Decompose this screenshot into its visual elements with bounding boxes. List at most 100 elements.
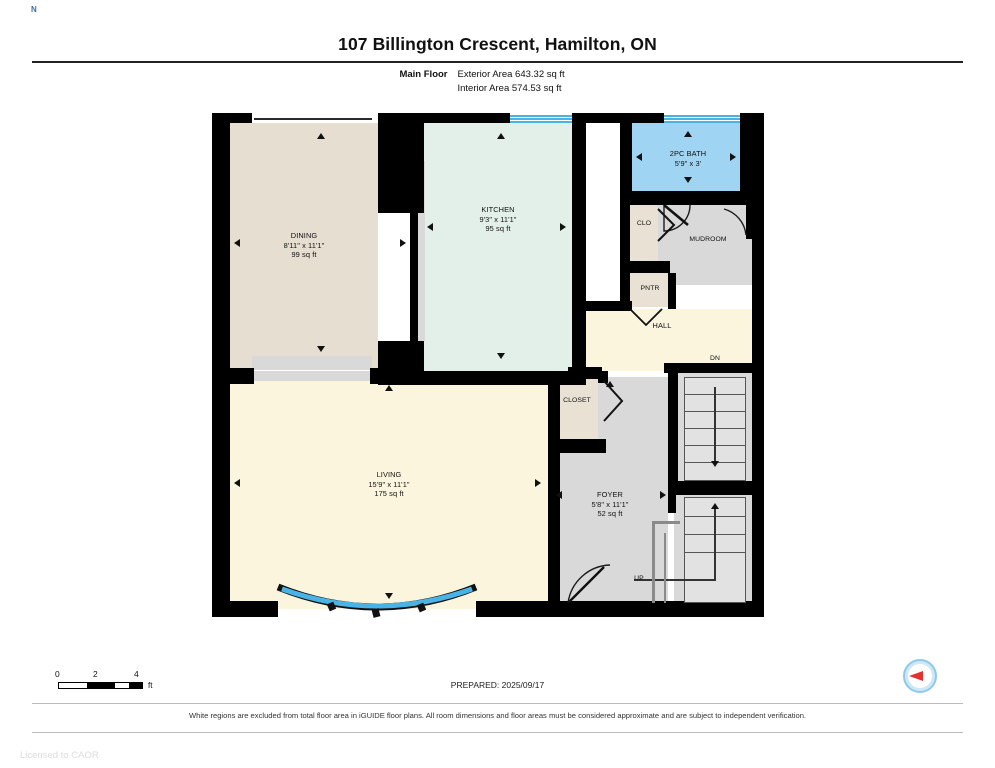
dining-name: DINING (290, 231, 318, 240)
wall-south-right (476, 601, 764, 617)
scale-tick-0: 0 (55, 669, 60, 679)
dining-area: 99 sq ft (291, 250, 317, 260)
wall-dining-south-l (230, 368, 254, 384)
label-mudroom: MUDROOM (689, 236, 727, 243)
window-bath-north (664, 115, 740, 123)
foyer-name: FOYER (597, 490, 623, 499)
dim-arrow-foyer-e (660, 491, 666, 499)
stairs-down-label: DN (709, 355, 721, 362)
room-kitchen (424, 123, 572, 375)
closet-threshold (598, 379, 604, 443)
wall-hall-south-r (664, 363, 752, 373)
wall-north-mid (378, 113, 510, 123)
disclaimer-text: White regions are excluded from total fl… (188, 711, 807, 720)
bath-dims: 5'9" x 3' (674, 158, 702, 168)
stairs-down-arrow-head (711, 461, 719, 467)
dim-arrow-bath-e (730, 153, 736, 161)
wall-west-lower (212, 371, 230, 617)
scale-seg-1 (87, 683, 115, 688)
foyer-area: 52 sq ft (597, 509, 623, 519)
bay-window-living (276, 583, 478, 618)
label-pntr: PNTR (640, 285, 660, 292)
dining-front-recess (252, 356, 372, 370)
wall-clo-west (620, 205, 630, 267)
stair-rail-v (652, 521, 655, 603)
dim-arrow-foyer-n (606, 381, 614, 387)
interior-area: Interior Area 574.53 sq ft (457, 83, 562, 94)
living-name: LIVING (376, 470, 402, 479)
compass-icon (903, 659, 937, 693)
wall-south-left (212, 601, 278, 617)
wall-dining-kitchen-upper (378, 113, 424, 213)
wall-kitchen-east-lower (572, 201, 586, 385)
foyer-dims: 5'8" x 11'1" (591, 499, 629, 509)
stair-rail-v2 (664, 533, 666, 603)
page-title: 107 Billington Crescent, Hamilton, ON (338, 34, 657, 54)
floor-label: Main Floor (399, 69, 448, 80)
dim-arrow-kitchen-s (497, 353, 505, 359)
dim-arrow-dining-s (317, 346, 325, 352)
wall-bath-south (620, 191, 744, 205)
label-hall: HALL (652, 321, 672, 330)
wall-mudroom-east (746, 195, 754, 239)
label-bath: 2PC BATH 5'9" x 3' (638, 149, 738, 168)
wall-bath-west (620, 113, 632, 205)
window-kitchen-north (510, 115, 580, 123)
room-pntr (630, 273, 670, 307)
wall-west-upper (212, 113, 230, 371)
stairs-up-arrow-head (711, 503, 719, 509)
label-foyer: FOYER 5'8" x 11'1" 52 sq ft (560, 490, 660, 519)
dim-arrow-foyer-w (556, 491, 562, 499)
label-kitchen: KITCHEN 9'3" x 11'1" 95 sq ft (448, 205, 548, 234)
kitchen-area: 95 sq ft (485, 224, 511, 234)
dim-arrow-kitchen-w (427, 223, 433, 231)
dim-arrow-living-e (535, 479, 541, 487)
room-clo (630, 205, 658, 263)
wall-stair-divider (668, 481, 752, 495)
exterior-area: Exterior Area 643.32 sq ft (457, 69, 565, 80)
dining-dims: 8'11" x 11'1" (283, 240, 325, 250)
wall-bath-east (740, 113, 752, 205)
stair-rail-h (652, 521, 680, 524)
label-living: LIVING 15'9" x 11'1" 175 sq ft (339, 470, 439, 499)
room-mudroom (664, 195, 752, 285)
wall-kitchen-east-upper (572, 113, 586, 201)
floor-meta: Main Floor Exterior Area 643.32 sq ft In… (0, 68, 995, 96)
wall-living-east-lower (548, 451, 560, 603)
scale-tick-2: 2 (93, 669, 98, 679)
wall-closet-south (548, 439, 606, 453)
dim-arrow-dining-n (317, 133, 325, 139)
label-dining: DINING 8'11" x 11'1" 99 sq ft (254, 231, 354, 260)
wall-pntr-west (620, 273, 630, 309)
stairs-up-arrow-shaft (714, 509, 716, 581)
living-dims: 15'9" x 11'1" (368, 479, 410, 489)
label-clo: CLO (636, 220, 652, 227)
wall-kitchen-south (378, 371, 572, 385)
area-summary: Exterior Area 643.32 sq ft Interior Area… (458, 68, 658, 96)
wall-clo-south (620, 261, 670, 273)
dim-arrow-dining-e (400, 239, 406, 247)
room-dining (230, 123, 378, 368)
clo-threshold (658, 205, 664, 263)
dim-arrow-kitchen-e (560, 223, 566, 231)
dim-arrow-bath-n (684, 131, 692, 137)
wall-stair-west-lower (668, 495, 676, 513)
label-closet: CLOSET (563, 397, 591, 404)
compass-north-label: N (31, 5, 37, 14)
scale-seg-2 (129, 683, 143, 688)
room-closet (556, 379, 598, 443)
dim-arrow-bath-w (636, 153, 642, 161)
wall-stair-west-upper (668, 371, 678, 493)
scale-bar (58, 682, 143, 689)
wall-dining-kitchen-thin (410, 211, 418, 343)
kitchen-name: KITCHEN (481, 205, 515, 214)
stairs-up-label: UP (634, 575, 644, 582)
prepared-date: PREPARED: 2025/09/17 (450, 680, 545, 690)
bath-name: 2PC BATH (669, 149, 707, 158)
wall-living-east-upper (548, 371, 560, 451)
dim-arrow-living-n (385, 385, 393, 391)
licensed-text: Licensed to CAOR (20, 750, 99, 761)
stairs-down-arrow-shaft (714, 387, 716, 463)
dim-arrow-kitchen-n (497, 133, 505, 139)
compass-needle-icon (909, 671, 923, 681)
